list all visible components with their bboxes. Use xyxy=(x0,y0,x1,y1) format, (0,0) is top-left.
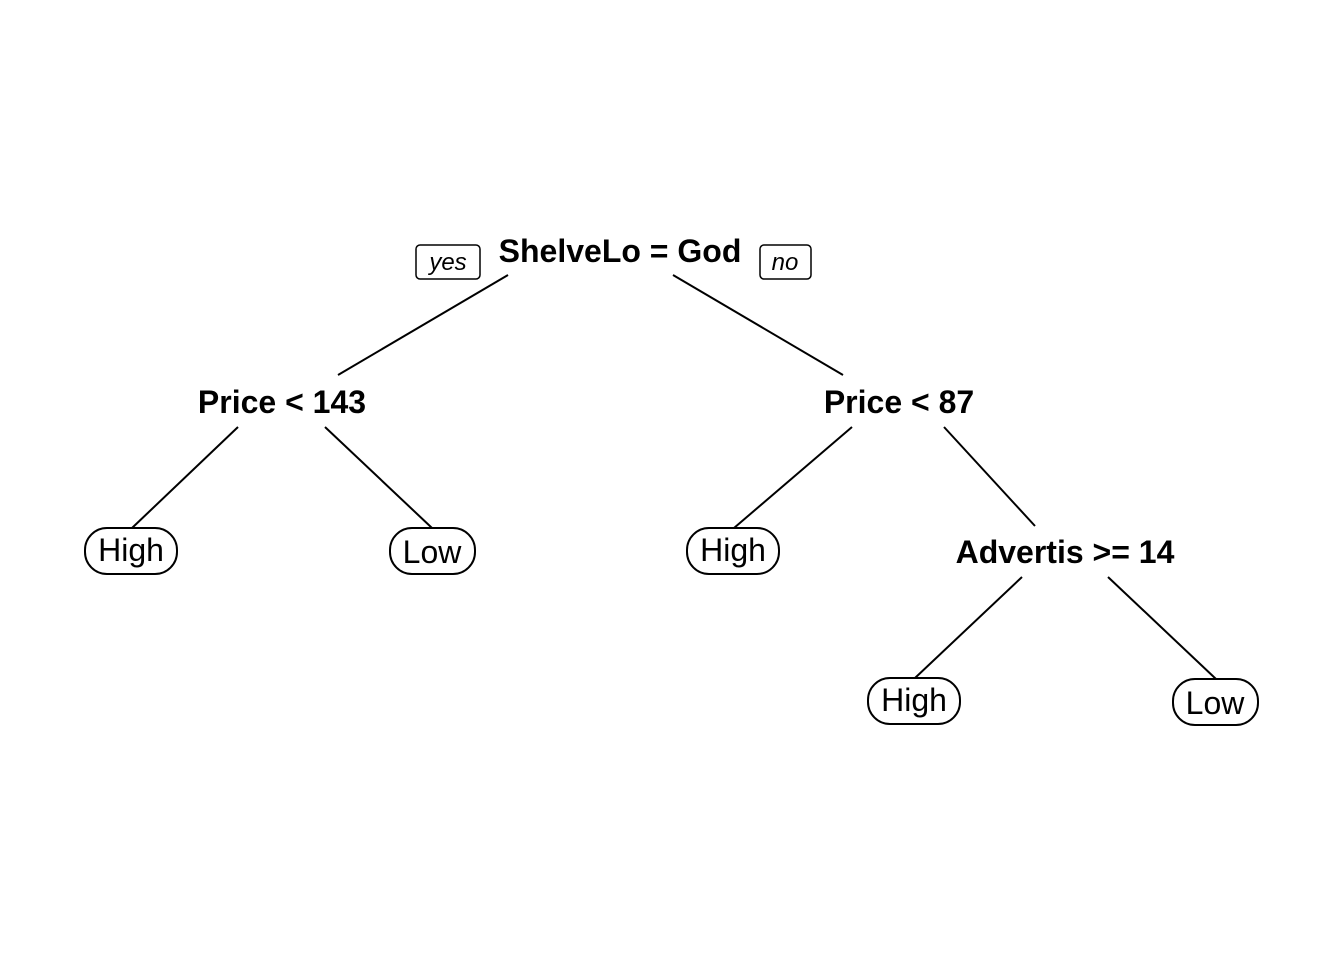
yes-tag-box xyxy=(415,244,481,280)
leaf-box xyxy=(1172,678,1259,726)
leaf-left-right: Low xyxy=(389,527,476,575)
yes-tag: yes xyxy=(415,244,481,280)
left-split-label: Price < 143 xyxy=(198,384,366,420)
edge-right-leaf-high xyxy=(733,426,853,529)
no-tag-box xyxy=(759,244,812,280)
leaf-box xyxy=(686,527,780,575)
leaf-right-left: High xyxy=(686,527,780,575)
edge-deep-leaf-high xyxy=(914,576,1023,679)
leaf-label: High xyxy=(881,682,947,718)
edge-right-deep-split xyxy=(943,426,1036,527)
leaf-box xyxy=(867,677,961,725)
edge-root-right xyxy=(672,274,844,376)
leaf-label: Low xyxy=(1186,685,1246,721)
leaf-left-left: High xyxy=(84,527,178,575)
root-split-label: ShelveLo = God xyxy=(499,233,742,269)
leaf-label: High xyxy=(98,532,164,568)
edge-left-leaf-low xyxy=(324,426,433,529)
leaf-label: Low xyxy=(403,534,463,570)
no-tag: no xyxy=(759,244,812,280)
leaf-box xyxy=(389,527,476,575)
no-tag-label: no xyxy=(772,249,799,276)
edge-root-left xyxy=(337,274,509,376)
leaf-label: High xyxy=(700,532,766,568)
edge-left-leaf-high xyxy=(131,426,239,529)
deep-split-label: Advertis >= 14 xyxy=(956,534,1175,570)
leaf-box xyxy=(84,527,178,575)
edge-deep-leaf-low xyxy=(1107,576,1217,680)
leaf-deep-right: Low xyxy=(1172,678,1259,726)
yes-tag-label: yes xyxy=(427,249,466,276)
right-split-label: Price < 87 xyxy=(824,384,974,420)
leaf-deep-left: High xyxy=(867,677,961,725)
